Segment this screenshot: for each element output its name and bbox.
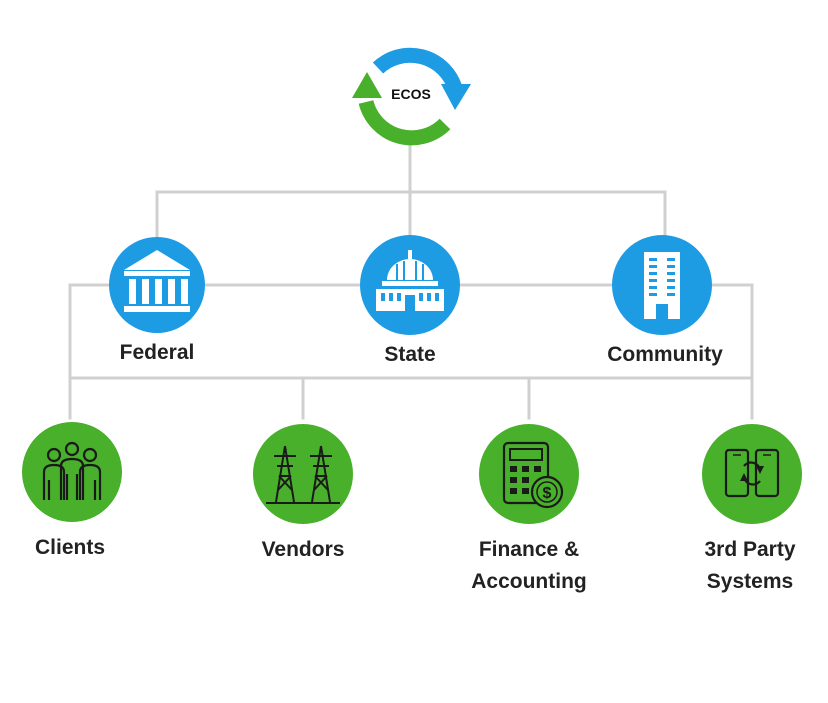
office-tower-icon [644,252,680,319]
third-party-label-line2: Systems [706,570,794,593]
power-towers-icon [266,445,340,504]
vendors-label: Vendors [261,538,345,561]
ecos-label: ECOS [391,86,431,102]
ecos-cycle-icon: ECOS [352,47,471,146]
government-building-icon [124,250,190,312]
finance-label-line2: Accounting [471,570,587,593]
clients-circle [22,422,122,522]
community-label: Community [607,343,723,366]
connector-lines [68,134,754,420]
federal-label: Federal [119,341,195,364]
people-group-icon [42,441,102,500]
third-party-label-line1: 3rd Party [704,538,796,561]
state-label: State [384,343,436,366]
finance-circle [479,424,579,524]
vendors-circle [253,424,353,524]
svg-text:$: $ [543,485,552,502]
device-sync-icon [724,448,780,498]
calculator-dollar-icon: $ [502,441,564,509]
finance-label-line1: Finance & [478,538,580,561]
third-party-circle [702,424,802,524]
capitol-dome-icon [376,250,444,311]
clients-label: Clients [34,536,106,559]
